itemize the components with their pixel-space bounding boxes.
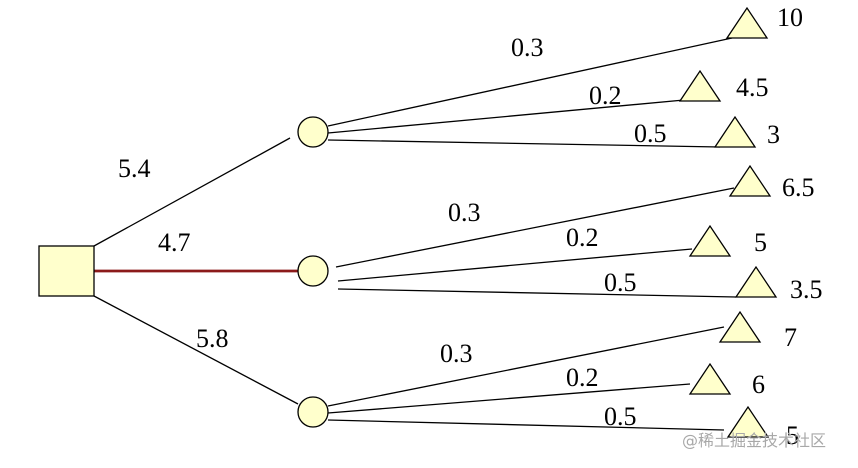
terminal-node-3-1 bbox=[718, 310, 762, 343]
outcome-edge-2-1 bbox=[335, 187, 735, 268]
terminal-node-3-2 bbox=[688, 362, 732, 395]
outcome-value-1-3: 3 bbox=[767, 120, 780, 149]
outcome-edge-2-2 bbox=[337, 248, 693, 282]
outcome-value-1-1: 10 bbox=[777, 3, 803, 32]
outcome-value-2-2: 5 bbox=[754, 228, 767, 257]
probability-label-2-3: 0.5 bbox=[604, 268, 637, 297]
branch-cost-label-1: 5.4 bbox=[118, 154, 151, 183]
outcome-value-1-2: 4.5 bbox=[736, 73, 769, 102]
outcome-edge-3-2 bbox=[327, 383, 691, 414]
outcome-value-3-1: 7 bbox=[784, 323, 797, 352]
branch-cost-label-2: 4.7 bbox=[158, 228, 191, 257]
outcome-edge-1-3 bbox=[327, 139, 721, 148]
chance-node-2 bbox=[297, 255, 329, 287]
outcome-value-2-1: 6.5 bbox=[782, 173, 815, 202]
decision-edge-3 bbox=[93, 295, 299, 405]
outcome-edge-1-2 bbox=[327, 99, 685, 134]
outcome-value-3-3: 5 bbox=[786, 421, 799, 450]
chance-node-1 bbox=[297, 116, 329, 148]
probability-label-2-1: 0.3 bbox=[448, 198, 481, 227]
terminal-node-2-2 bbox=[688, 224, 732, 257]
outcome-edge-2-3 bbox=[337, 288, 737, 298]
terminal-node-2-3 bbox=[734, 265, 778, 298]
probability-label-1-3: 0.5 bbox=[634, 119, 667, 148]
chance-node-3 bbox=[297, 396, 329, 428]
terminal-node-1-1 bbox=[725, 6, 769, 39]
watermark: @稀土掘金技术社区 bbox=[682, 431, 826, 450]
decision-node bbox=[38, 245, 95, 297]
probability-label-2-2: 0.2 bbox=[566, 223, 599, 252]
terminal-node-3-3 bbox=[726, 405, 770, 438]
probability-label-3-2: 0.2 bbox=[566, 363, 599, 392]
outcome-value-2-3: 3.5 bbox=[790, 275, 823, 304]
probability-label-1-1: 0.3 bbox=[511, 33, 544, 62]
outcome-edge-3-3 bbox=[327, 419, 725, 431]
outcome-value-3-2: 6 bbox=[752, 370, 765, 399]
outcome-edge-3-1 bbox=[327, 326, 725, 407]
probability-label-3-3: 0.5 bbox=[604, 402, 637, 431]
terminal-node-1-3 bbox=[713, 115, 757, 148]
probability-label-1-2: 0.2 bbox=[589, 81, 622, 110]
terminal-node-1-2 bbox=[678, 69, 722, 102]
branch-cost-label-3: 5.8 bbox=[196, 324, 229, 353]
decision-edge-1 bbox=[93, 137, 291, 247]
probability-label-3-1: 0.3 bbox=[440, 339, 473, 368]
terminal-node-2-1 bbox=[728, 164, 772, 197]
outcome-edge-1-1 bbox=[327, 37, 733, 127]
